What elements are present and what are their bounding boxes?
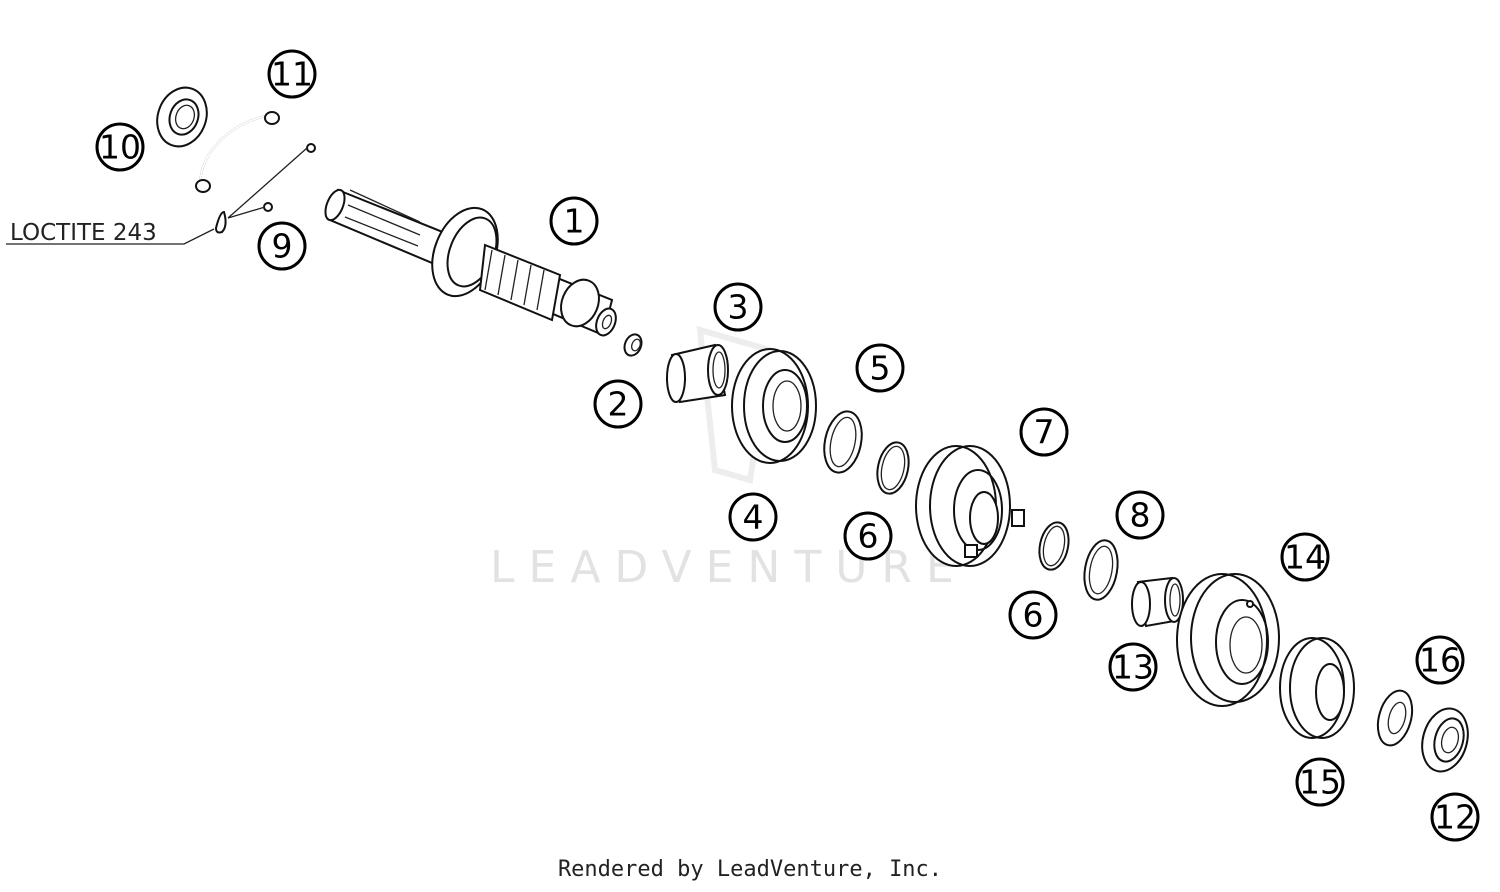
callout-6-upper: 6 (843, 511, 893, 561)
render-credit: Rendered by LeadVenture, Inc. (557, 857, 943, 882)
part-10-bearing (156, 86, 208, 148)
part-5-thrust-washer (823, 410, 863, 474)
svg-text:1: 1 (564, 202, 585, 241)
svg-text:13: 13 (1112, 648, 1154, 687)
svg-text:5: 5 (870, 349, 891, 388)
part-7-gear (915, 445, 1025, 567)
callout-6-lower: 6 (1008, 590, 1058, 640)
part-2-needle-bearing (623, 333, 643, 357)
svg-text:16: 16 (1419, 641, 1461, 680)
svg-text:3: 3 (728, 288, 749, 327)
callout-8: 8 (1115, 490, 1165, 540)
part-11-retainer-bracket (195, 111, 280, 193)
callout-12: 12 (1430, 792, 1480, 842)
svg-text:11: 11 (271, 55, 313, 94)
loctite-leader-line (6, 228, 215, 245)
callout-9: 9 (257, 221, 307, 271)
part-15-gear (1279, 637, 1355, 739)
svg-text:8: 8 (1130, 496, 1151, 535)
part-14-gear (1176, 573, 1280, 707)
callout-11: 11 (267, 49, 317, 99)
callout-15: 15 (1295, 757, 1345, 807)
callout-1: 1 (549, 196, 599, 246)
watermark-logo-icon (696, 325, 774, 484)
loctite-note: LOCTITE 243 (10, 220, 157, 246)
svg-text:14: 14 (1284, 538, 1326, 577)
callout-10: 10 (95, 122, 145, 172)
callout-7: 7 (1019, 407, 1069, 457)
part-13-bushing (1131, 576, 1184, 628)
callout-14: 14 (1280, 532, 1330, 582)
svg-text:7: 7 (1034, 413, 1055, 452)
callout-16: 16 (1415, 635, 1465, 685)
watermark: LEADVENTURE (490, 542, 968, 593)
part-16-washer (1376, 689, 1414, 747)
part-8-toothed-washer (1083, 539, 1119, 601)
callout-13: 13 (1108, 642, 1158, 692)
part-6-circlip-lower (1038, 521, 1070, 571)
svg-text:6: 6 (858, 517, 879, 556)
svg-text:4: 4 (743, 498, 764, 537)
svg-text:9: 9 (272, 227, 293, 266)
svg-text:15: 15 (1299, 763, 1341, 802)
part-12-bearing (1421, 707, 1469, 773)
svg-text:6: 6 (1023, 596, 1044, 635)
callout-4: 4 (728, 492, 778, 542)
callout-3: 3 (713, 282, 763, 332)
part-4-gear (731, 348, 817, 464)
callout-5: 5 (855, 343, 905, 393)
part-3-bushing (666, 343, 729, 404)
callout-2: 2 (593, 379, 643, 429)
part-1-main-shaft (324, 188, 617, 337)
svg-text:2: 2 (608, 385, 629, 424)
svg-text:12: 12 (1434, 798, 1476, 837)
svg-text:10: 10 (99, 128, 141, 167)
part-9-screws (214, 143, 316, 234)
part-6-circlip-upper (876, 441, 910, 495)
